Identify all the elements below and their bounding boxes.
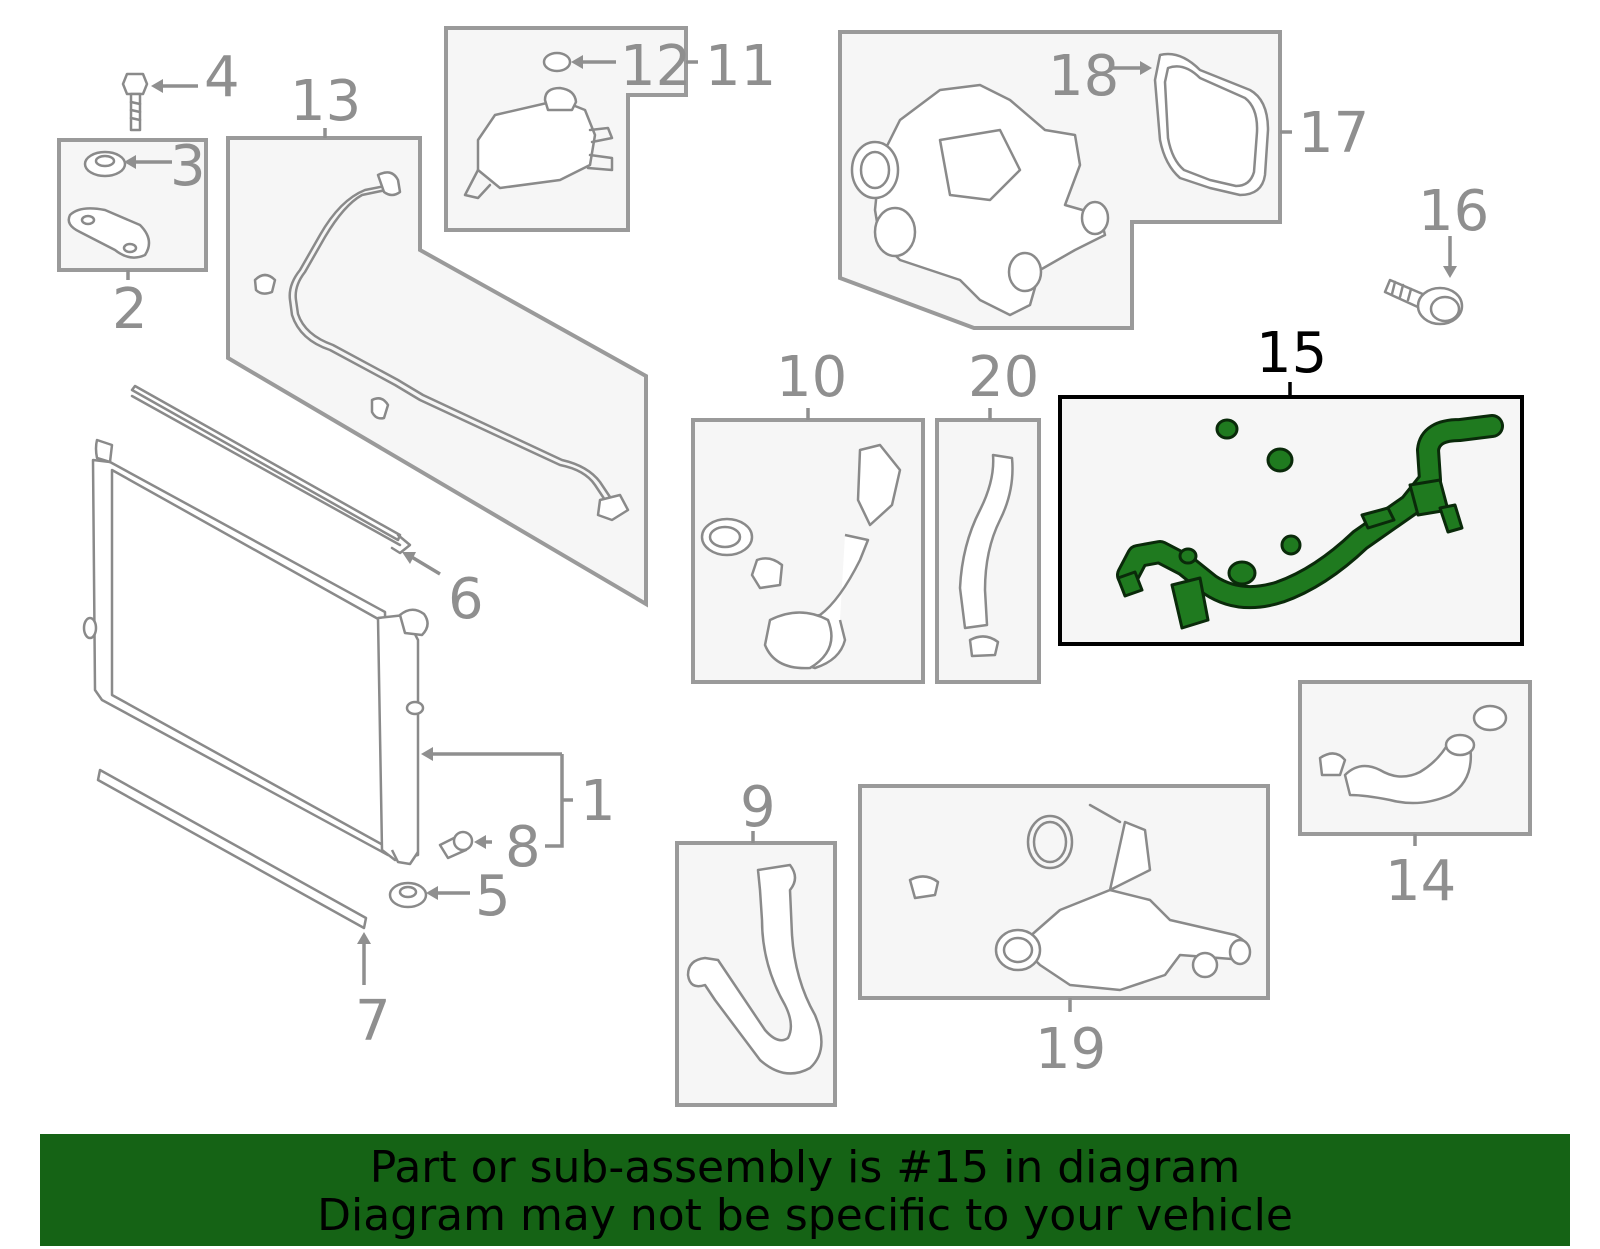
callout-11: 11	[705, 34, 776, 99]
panel-19	[858, 784, 1270, 1000]
panel-10	[691, 418, 925, 684]
callout-17: 17	[1298, 101, 1369, 166]
banner-line-1: Part or sub-assembly is #15 in diagram	[369, 1142, 1241, 1193]
notice-banner: Part or sub-assembly is #15 in diagram D…	[40, 1134, 1570, 1246]
callout-1: 1	[580, 769, 616, 834]
callout-7: 7	[355, 989, 391, 1054]
panel-14	[1298, 680, 1532, 836]
panel-13	[226, 136, 648, 608]
callout-2: 2	[112, 277, 148, 342]
panel-15[interactable]	[1058, 395, 1524, 646]
radiator-1	[82, 384, 429, 930]
callout-13: 13	[290, 69, 361, 134]
callout-9: 9	[740, 775, 776, 840]
callout-19: 19	[1035, 1017, 1106, 1082]
bolt-4	[121, 72, 149, 132]
callout-20: 20	[968, 345, 1039, 410]
panel-11	[444, 26, 698, 232]
callout-18: 18	[1048, 44, 1119, 109]
banner-line-2: Diagram may not be specific to your vehi…	[317, 1190, 1293, 1241]
callout-3: 3	[170, 134, 206, 199]
callout-12: 12	[620, 34, 691, 99]
bolt-16	[1383, 278, 1464, 326]
panel-9	[675, 841, 837, 1107]
panel-20	[935, 418, 1041, 684]
callout-16: 16	[1418, 179, 1489, 244]
mount-5	[388, 881, 428, 909]
drain-plug-8	[438, 830, 474, 860]
callout-5: 5	[475, 864, 511, 929]
panel-17	[838, 30, 1292, 330]
callout-6: 6	[448, 567, 484, 632]
callout-10: 10	[776, 345, 847, 410]
callout-15: 15	[1256, 321, 1327, 386]
callout-14: 14	[1385, 849, 1456, 914]
callout-4: 4	[204, 45, 240, 110]
callout-8: 8	[505, 815, 541, 880]
